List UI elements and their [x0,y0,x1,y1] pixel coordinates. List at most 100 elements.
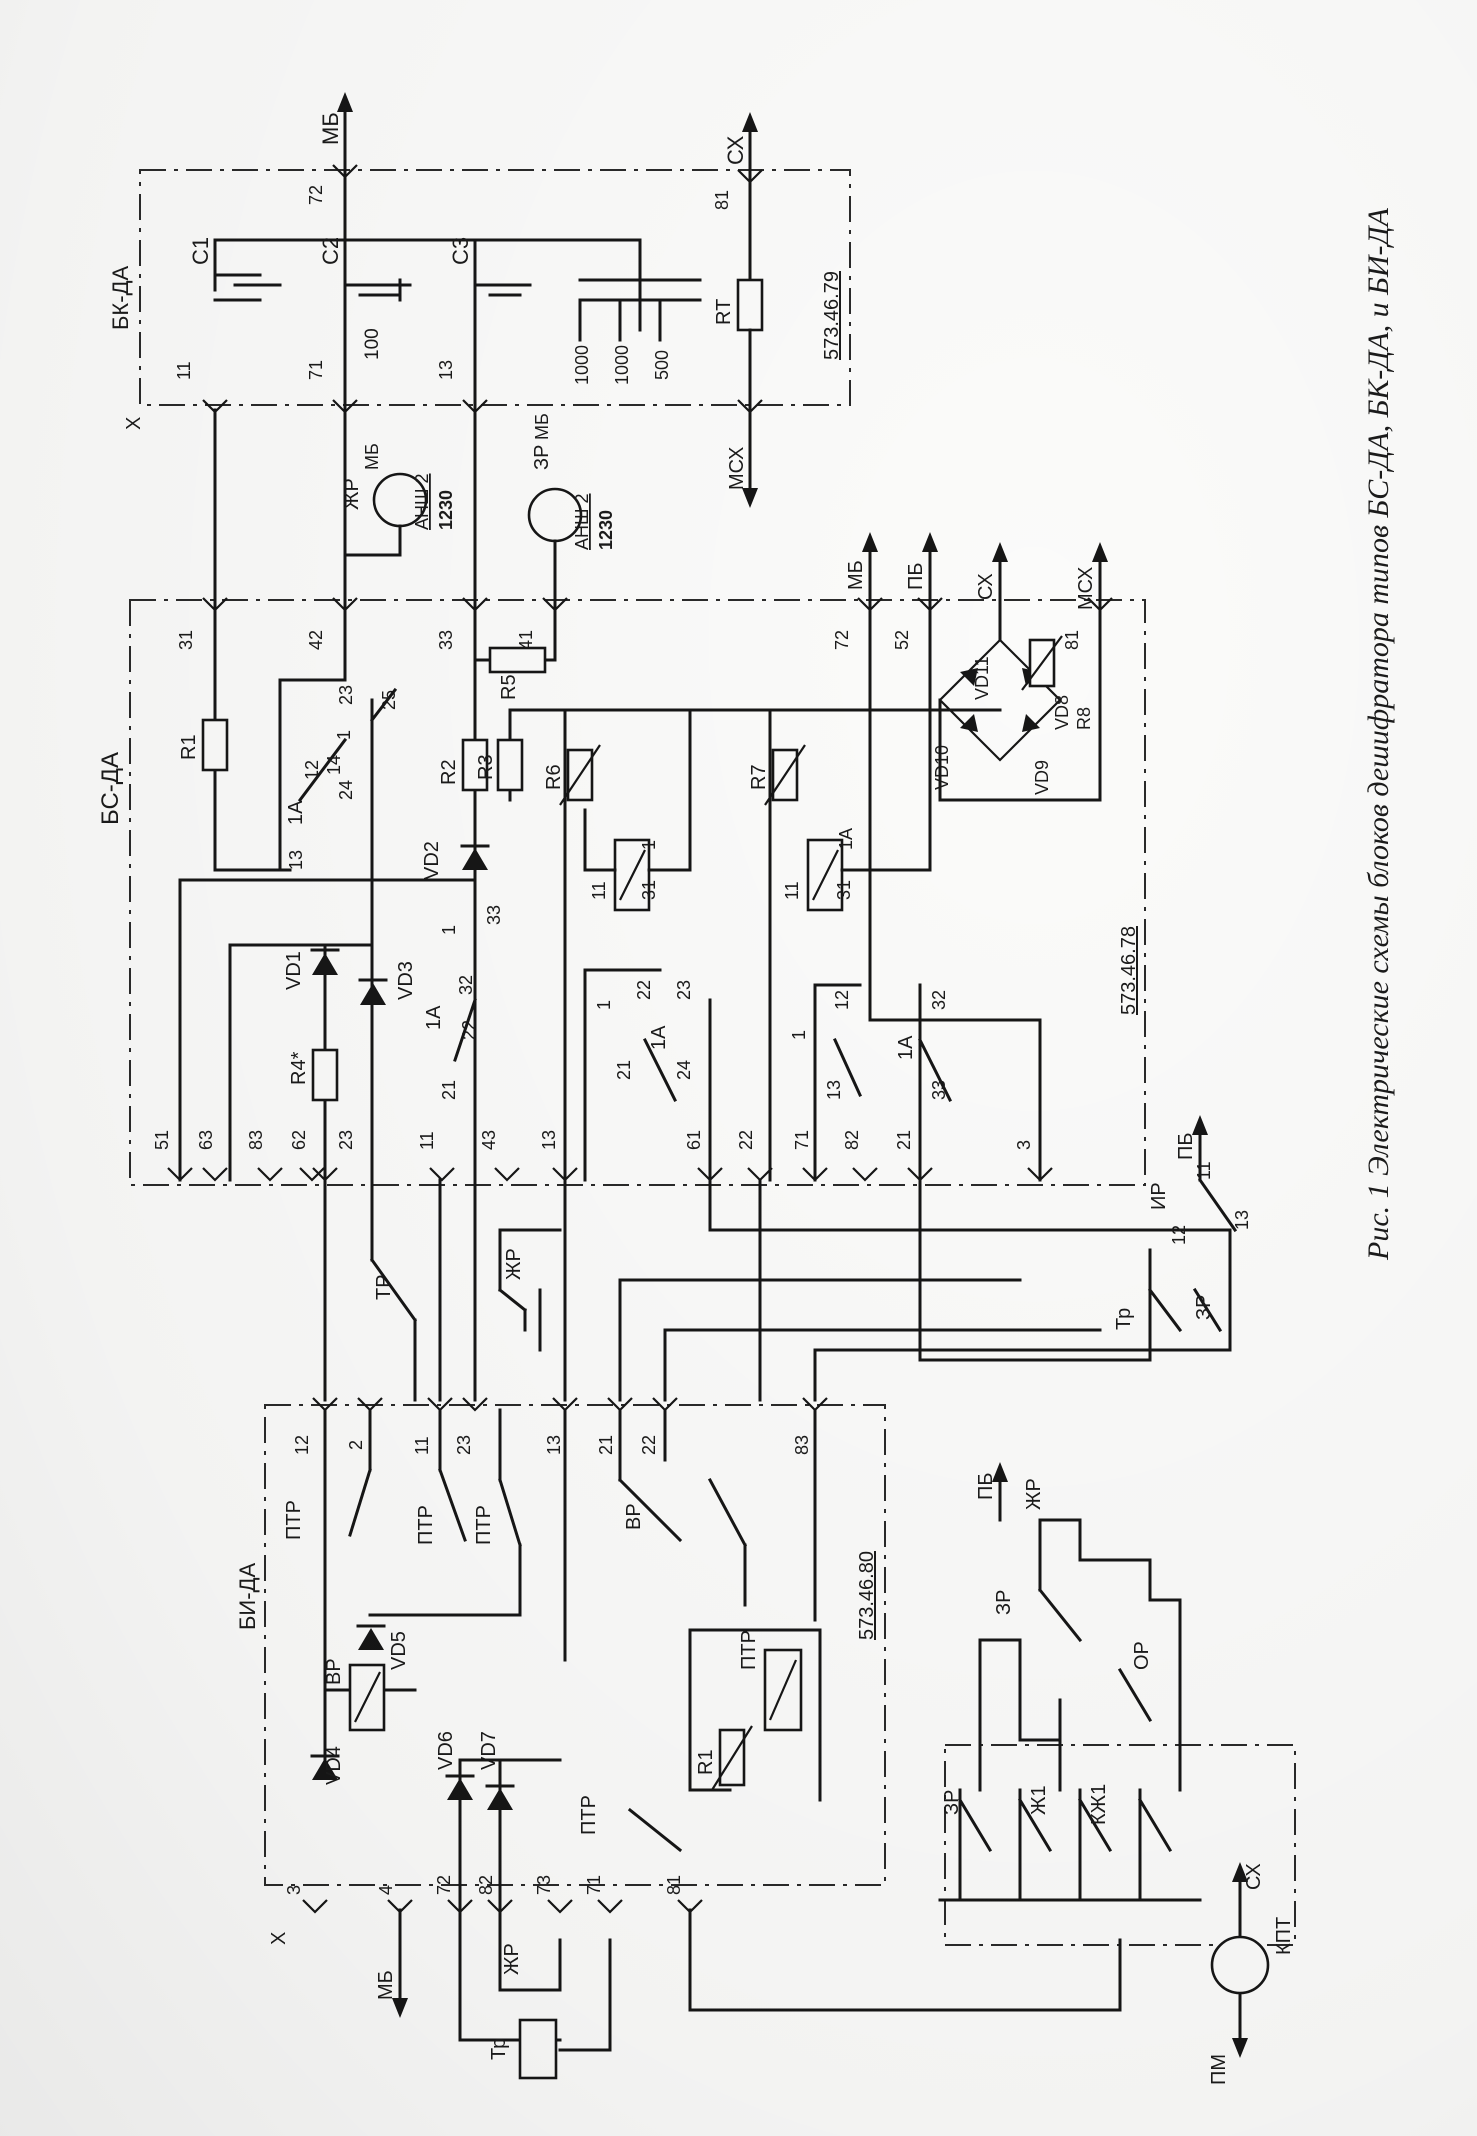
bs-contact-33: 33 [484,905,504,925]
bs-bottom-pin-63: 63 [196,1130,216,1150]
diode-vd10-label: VD10 [932,745,952,790]
thermistor-r8-label: R8 [1074,707,1094,730]
capacitor-c2-value: 100 [362,328,383,360]
resistor-r5 [488,646,547,674]
lamp-kpt-label: КПТ [1273,1917,1295,1955]
capacitor-bank-value-2: 1000 [612,345,632,385]
bi-bottom-pin-4: 4 [376,1885,396,1895]
bs-bottom-pin-62: 62 [289,1130,309,1150]
bi-ptr-2: ПТР [415,1505,437,1545]
capacitor-c3-label: C3 [448,237,473,265]
bi-top-pin-11: 11 [412,1436,432,1455]
bs-pin-33: 33 [436,630,456,650]
mid-contact-tr: ТР [373,1274,395,1300]
bi-top-pin-22: 22 [639,1435,659,1455]
signal-pb-lower: ПБ [975,1473,997,1501]
resistor-r5-label: R5 [498,674,520,700]
bs-contact-21-b: 21 [614,1060,634,1080]
lamp-zhr-mb: МБ [362,443,382,470]
resistor-r3-label: R3 [475,754,497,780]
signal-mb-bs: МБ [845,560,867,590]
relay-coil-ptr-label: ПТР [738,1630,760,1670]
bs-contact-13: 13 [286,850,306,870]
lamp-zr-number: 1230 [596,510,616,550]
lamp-zr-mb: МБ [532,413,552,440]
bs-pin-42: 42 [306,630,326,650]
resistor-rt-label: RT [713,299,735,325]
bk-pin-81: 81 [712,190,732,210]
lamp-zhr-number: 1230 [436,490,456,530]
bs-contact-22-b: 22 [634,980,654,1000]
relay-coil-tr [518,2018,558,2080]
bs-bottom-pin-61: 61 [684,1130,704,1150]
bs-contact-32: 32 [456,975,476,995]
bs-coil1-label: 1 [639,840,659,850]
bk-da-label: БК-ДА [108,266,133,330]
bs-contact-24-b: 24 [674,1060,694,1080]
lamp-zr: ЗР МБ АНШ 2 1230 [473,413,616,612]
capacitor-bank-value-1: 1000 [572,345,592,385]
bs-bottom-pin-22: 22 [736,1130,756,1150]
signal-mb-bi: МБ [375,1970,397,2000]
bs-coil2-pin-11: 11 [782,881,802,900]
connector-x-label-top: X [123,417,145,430]
capacitor-c2-label: C2 [318,237,343,265]
capacitor-c1-label: C1 [188,237,213,265]
capacitor-c1: C1 [188,237,282,302]
signal-pb-mid: ПБ [1175,1133,1197,1161]
capacitor-c3: C3 [448,237,532,432]
bs-bottom-pin-11: 11 [417,1131,437,1150]
diode-vd5 [358,1628,384,1650]
diode-vd8-label: VD8 [1052,695,1072,730]
lower-zhr-top: ЖР [1023,1478,1045,1510]
bi-top-pin-21: 21 [596,1435,616,1455]
bi-top-pin-83: 83 [792,1435,812,1455]
bs-pin-72: 72 [832,630,852,650]
signal-pb-bs: ПБ [905,563,927,591]
bs-da-block-outline [129,599,1146,1186]
capacitor-bank-value-3: 500 [652,350,672,380]
lower-zr-bottom: ЗР [941,1790,963,1815]
bs-pin-52: 52 [892,630,912,650]
lamp-zr-type: АНШ 2 [572,493,592,550]
bs-coil2-label: 1A [836,828,856,850]
bs-contact-12-c: 12 [832,990,852,1010]
bi-vr-contact: ВР [623,1503,645,1530]
bs-contact-23-b: 23 [674,980,694,1000]
diode-vd6-label: VD6 [435,1731,457,1770]
lamp-kpt [1210,1935,1270,1995]
diode-vd4 [312,1758,338,1780]
bi-bottom-pin-81: 81 [664,1875,684,1895]
figure-number: Рис. 1 [1362,1183,1395,1260]
bk-da-block-outline [139,169,851,406]
bs-pin-41: 41 [516,630,536,650]
bs-contact-13-c: 13 [824,1080,844,1100]
resistor-r2-label: R2 [438,759,460,785]
bi-ptr-contact: ПТР [578,1795,600,1835]
bs-pin-31: 31 [176,630,196,650]
bs-contact-23: 23 [336,685,356,705]
bs-relay-1-top: 1 [334,730,354,740]
bi-top-pin-12: 12 [292,1435,312,1455]
bs-coil2-pin-31: 31 [834,880,854,900]
lower-or: ОР [1131,1641,1153,1670]
diode-vd6 [447,1778,473,1800]
signal-pm-lower: ПМ [1208,2054,1230,2085]
bs-bottom-pin-83: 83 [246,1130,266,1150]
lower-zr-top: ЗР [993,1590,1015,1615]
bk-pin-13: 13 [436,360,456,380]
signal-msh-bs: МСХ [1075,567,1097,610]
bs-bottom-pin-23: 23 [336,1130,356,1150]
mid-pin-11: 11 [1194,1161,1214,1180]
lamp-zhr-type: АНШ 2 [412,473,432,530]
bs-contact-33-d: 33 [929,1080,949,1100]
bi-bottom-pin-82: 82 [476,1875,496,1895]
resistor-r4 [311,1048,339,1102]
mid-contact-zhr: ЖР [503,1248,525,1280]
bs-contact-12: 12 [302,760,322,780]
resistor-r4-label: R4* [288,1051,310,1085]
thermistor-r7-label: R7 [748,764,770,790]
diode-vd7 [487,1788,513,1810]
